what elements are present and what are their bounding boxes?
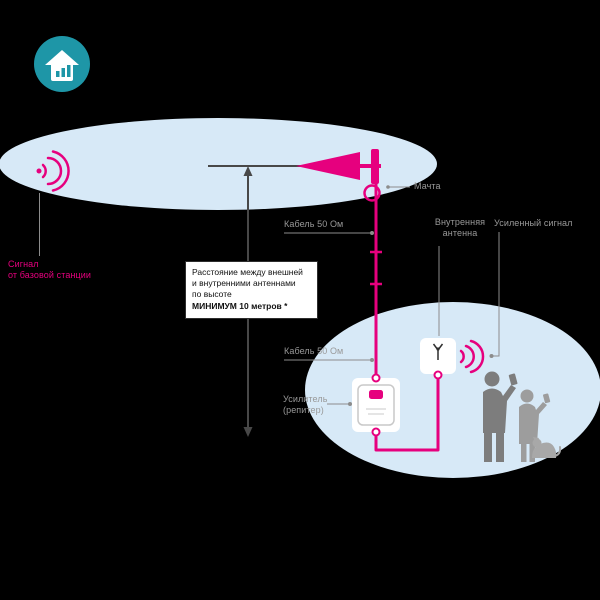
antenna-cable-port bbox=[433, 370, 443, 380]
outdoor-zone bbox=[0, 118, 437, 210]
indoor-antenna-device bbox=[420, 338, 456, 380]
repeater-top-port bbox=[371, 373, 381, 383]
base-station-signal-icon bbox=[36, 150, 70, 192]
repeater-bottom-port bbox=[371, 427, 381, 437]
distance-note-emphasis: МИНИМУМ 10 метров * bbox=[192, 300, 288, 311]
person-silhouette-woman bbox=[519, 389, 551, 462]
distance-note-text: Расстояние между внешней и внутренними а… bbox=[192, 267, 303, 300]
mast-clamp bbox=[371, 149, 379, 184]
label-leader-lines bbox=[39, 185, 500, 406]
amplified-signal-label: Усиленный сигнал bbox=[494, 218, 573, 228]
repeater-device bbox=[352, 373, 400, 437]
phone-icon bbox=[508, 373, 518, 386]
outdoor-antenna bbox=[296, 149, 381, 184]
house-signal-icon bbox=[45, 50, 79, 81]
phone-icon bbox=[542, 393, 551, 404]
amplified-signal-waves-icon bbox=[459, 339, 485, 374]
cable-top-label: Кабель 50 Ом bbox=[284, 219, 344, 229]
mast-label: Мачта bbox=[414, 181, 441, 191]
cable-coil bbox=[363, 184, 381, 202]
person-silhouette-man bbox=[483, 371, 518, 462]
cable-bottom-label: Кабель 50 Ом bbox=[284, 346, 344, 356]
repeater-led bbox=[369, 390, 383, 399]
indoor-antenna-label: Внутренняя антенна bbox=[434, 217, 486, 239]
coax-cable bbox=[363, 150, 440, 452]
brand-logo bbox=[34, 36, 90, 92]
base-signal-label: Сигнал от базовой станции bbox=[8, 259, 92, 281]
antenna-glyph-icon bbox=[432, 343, 444, 360]
repeater-label: Усилитель (репитер) bbox=[283, 394, 328, 416]
distance-note: Расстояние между внешней и внутренними а… bbox=[185, 261, 318, 319]
dog-silhouette bbox=[532, 437, 562, 458]
